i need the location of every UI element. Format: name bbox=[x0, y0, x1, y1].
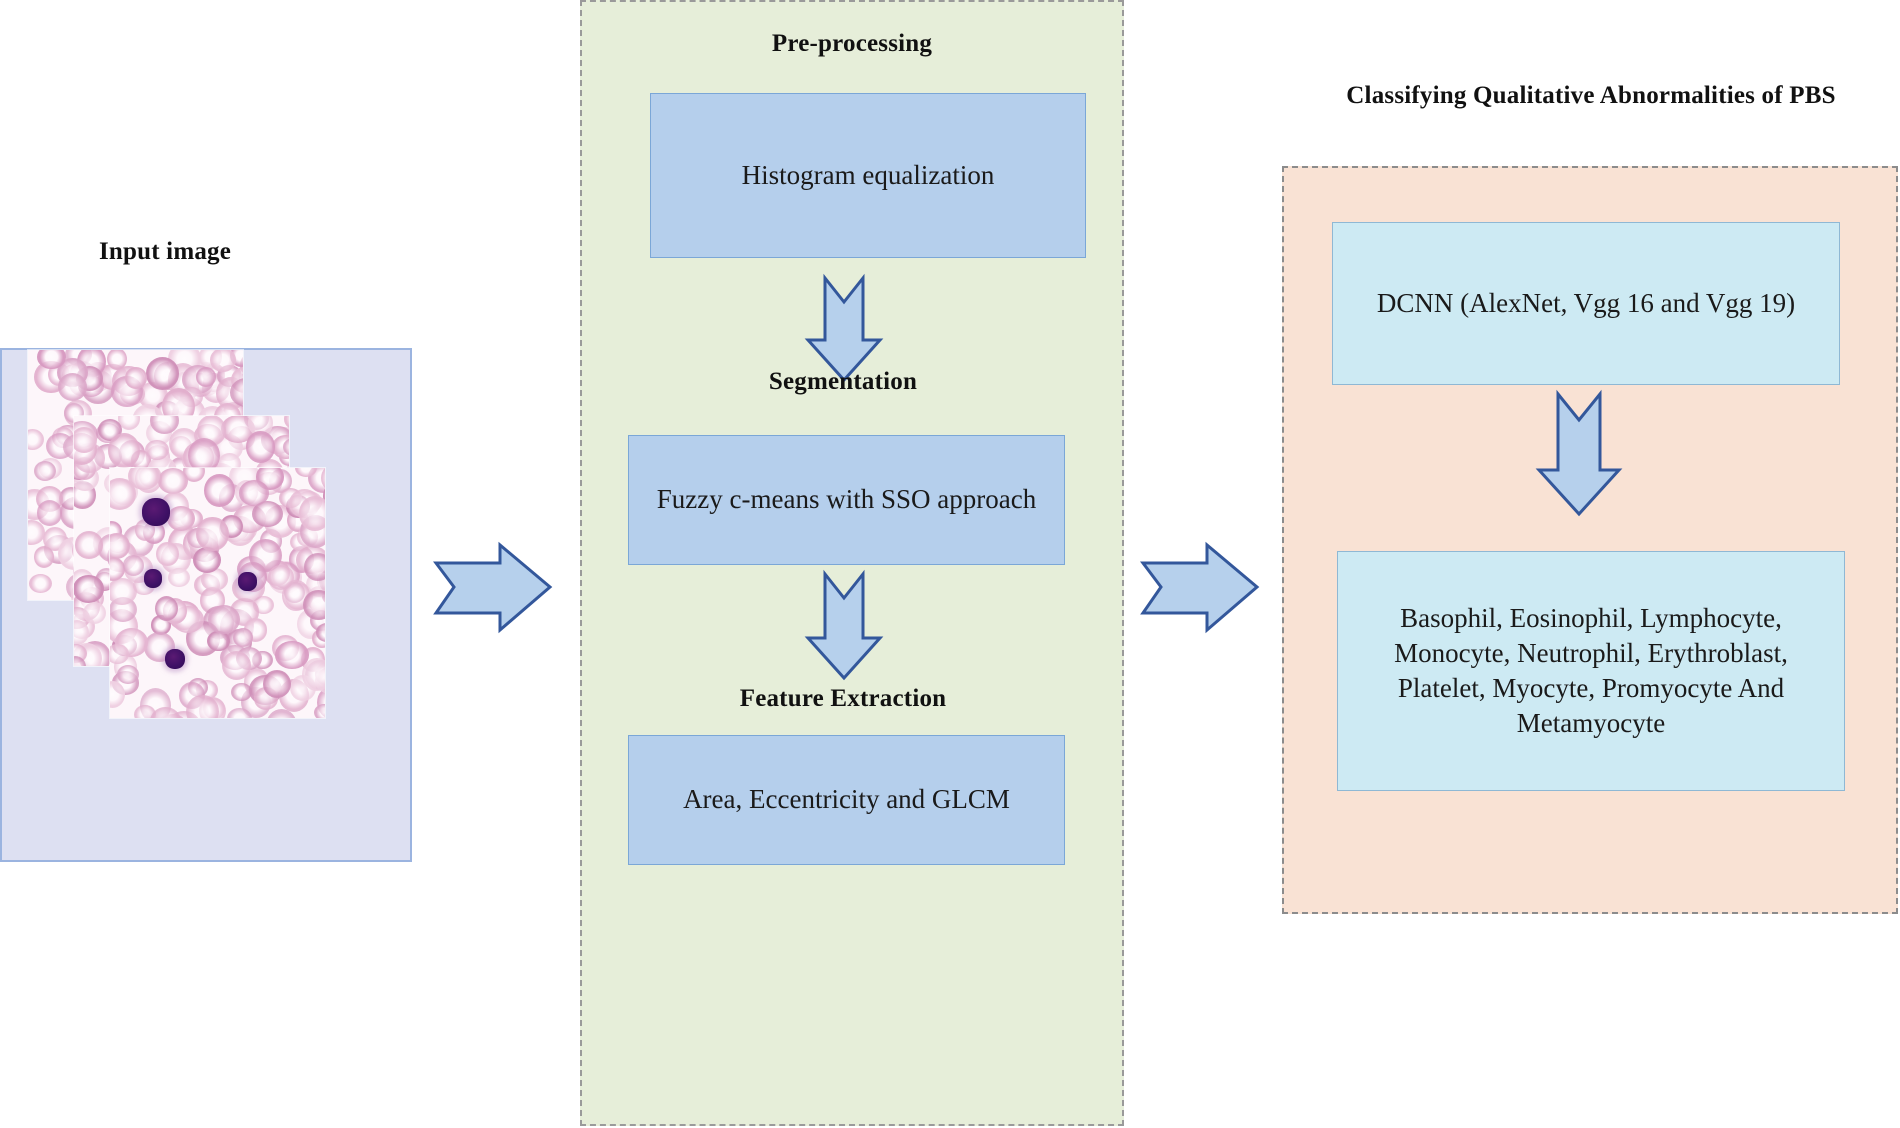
red-blood-cell bbox=[36, 500, 63, 526]
red-blood-cell bbox=[108, 433, 140, 469]
arrow-segmentation-to-feature-extraction bbox=[800, 568, 888, 683]
red-blood-cell bbox=[117, 416, 141, 430]
white-blood-cell-nucleus bbox=[143, 569, 162, 588]
red-blood-cell bbox=[157, 468, 188, 494]
red-blood-cell bbox=[283, 416, 289, 430]
red-blood-cell bbox=[186, 694, 219, 718]
red-blood-cell bbox=[28, 574, 52, 594]
red-blood-cell bbox=[200, 568, 229, 591]
red-blood-cell bbox=[294, 468, 317, 477]
red-blood-cell bbox=[166, 505, 195, 531]
red-blood-cell bbox=[195, 366, 217, 388]
red-blood-cell bbox=[187, 438, 220, 473]
red-blood-cell bbox=[247, 416, 273, 436]
red-blood-cell bbox=[208, 605, 241, 635]
red-blood-cell bbox=[28, 428, 45, 450]
box-histogram-equalization-label: Histogram equalization bbox=[741, 159, 995, 190]
red-blood-cell bbox=[167, 710, 202, 718]
red-blood-cell bbox=[314, 703, 325, 718]
red-blood-cell bbox=[125, 367, 147, 390]
red-blood-cell bbox=[196, 516, 229, 552]
red-blood-cell bbox=[304, 553, 325, 581]
arrow-input-to-preprocessing bbox=[428, 535, 558, 640]
box-dcnn-models[interactable]: DCNN (AlexNet, Vgg 16 and Vgg 19) bbox=[1332, 222, 1840, 385]
red-blood-cell bbox=[227, 707, 252, 718]
red-blood-cell bbox=[298, 496, 325, 532]
red-blood-cell bbox=[57, 372, 87, 402]
red-blood-cell bbox=[302, 657, 325, 691]
red-blood-cell bbox=[110, 532, 130, 559]
heading-segmentation: Segmentation bbox=[768, 368, 918, 395]
red-blood-cell bbox=[83, 602, 107, 625]
heading-classification: Classifying Qualitative Abnormalities of… bbox=[1346, 82, 1836, 109]
red-blood-cell bbox=[74, 531, 104, 559]
red-blood-cell bbox=[168, 568, 190, 588]
red-blood-cell bbox=[110, 644, 130, 665]
red-blood-cell bbox=[182, 468, 205, 482]
red-blood-cell bbox=[110, 577, 137, 606]
red-blood-cell bbox=[156, 541, 179, 566]
box-cell-classes-label: Basophil, Eosinophil, Lymphocyte, Monocy… bbox=[1394, 602, 1788, 739]
red-blood-cell bbox=[28, 519, 46, 545]
red-blood-cell bbox=[275, 641, 309, 669]
red-blood-cell bbox=[144, 439, 169, 461]
red-blood-cell bbox=[203, 474, 236, 508]
red-blood-cell bbox=[34, 546, 55, 569]
red-blood-cell bbox=[74, 619, 90, 646]
red-blood-cell bbox=[37, 350, 66, 370]
white-blood-cell-nucleus bbox=[164, 649, 185, 670]
red-blood-cell bbox=[265, 709, 298, 718]
red-blood-cell bbox=[221, 650, 252, 681]
box-dcnn-models-label: DCNN (AlexNet, Vgg 16 and Vgg 19) bbox=[1376, 287, 1796, 318]
heading-feature-extraction: Feature Extraction bbox=[739, 685, 947, 712]
red-blood-cell bbox=[110, 557, 125, 582]
red-blood-cell bbox=[303, 589, 325, 621]
red-blood-cell bbox=[107, 350, 128, 371]
red-blood-cell bbox=[229, 378, 243, 408]
red-blood-cell bbox=[262, 669, 292, 698]
red-blood-cell bbox=[116, 664, 140, 685]
red-blood-cell bbox=[33, 460, 57, 481]
red-blood-cell bbox=[74, 575, 104, 604]
red-blood-cell bbox=[149, 706, 182, 718]
box-histogram-equalization[interactable]: Histogram equalization bbox=[650, 93, 1086, 258]
blood-smear-image-3 bbox=[110, 468, 325, 718]
white-blood-cell-nucleus bbox=[238, 572, 257, 592]
red-blood-cell bbox=[210, 350, 236, 372]
red-blood-cell bbox=[154, 596, 178, 622]
red-blood-cell bbox=[231, 683, 252, 702]
red-blood-cell bbox=[320, 468, 325, 493]
red-blood-cell bbox=[110, 680, 125, 708]
red-blood-cell bbox=[239, 480, 270, 506]
red-blood-cell bbox=[282, 437, 289, 456]
input-image-title: Input image bbox=[98, 238, 232, 265]
red-blood-cell bbox=[146, 357, 180, 390]
red-blood-cell bbox=[127, 468, 161, 491]
box-feature-list[interactable]: Area, Eccentricity and GLCM bbox=[628, 735, 1065, 865]
box-cell-classes[interactable]: Basophil, Eosinophil, Lymphocyte, Monocy… bbox=[1337, 551, 1845, 791]
red-blood-cell bbox=[74, 427, 97, 454]
box-fuzzy-cmeans-label: Fuzzy c-means with SSO approach bbox=[656, 484, 1037, 515]
white-blood-cell-nucleus bbox=[142, 498, 171, 527]
red-blood-cell bbox=[322, 483, 325, 509]
red-blood-cell bbox=[207, 630, 230, 651]
red-blood-cell bbox=[267, 565, 295, 590]
box-fuzzy-cmeans[interactable]: Fuzzy c-means with SSO approach bbox=[628, 435, 1065, 565]
arrow-preprocessing-to-segmentation bbox=[800, 272, 888, 385]
box-feature-list-label: Area, Eccentricity and GLCM bbox=[683, 784, 1010, 815]
red-blood-cell bbox=[315, 623, 325, 642]
red-blood-cell bbox=[122, 554, 145, 576]
arrow-features-to-classification bbox=[1135, 535, 1265, 640]
red-blood-cell bbox=[74, 656, 87, 666]
red-blood-cell bbox=[245, 431, 276, 464]
red-blood-cell bbox=[317, 686, 325, 718]
heading-pre-processing: Pre-processing bbox=[771, 30, 933, 57]
arrow-dcnn-to-classes bbox=[1531, 388, 1627, 520]
red-blood-cell bbox=[232, 627, 253, 647]
input-image-panel bbox=[0, 348, 412, 862]
red-blood-cell bbox=[192, 547, 222, 574]
red-blood-cell bbox=[150, 416, 179, 434]
